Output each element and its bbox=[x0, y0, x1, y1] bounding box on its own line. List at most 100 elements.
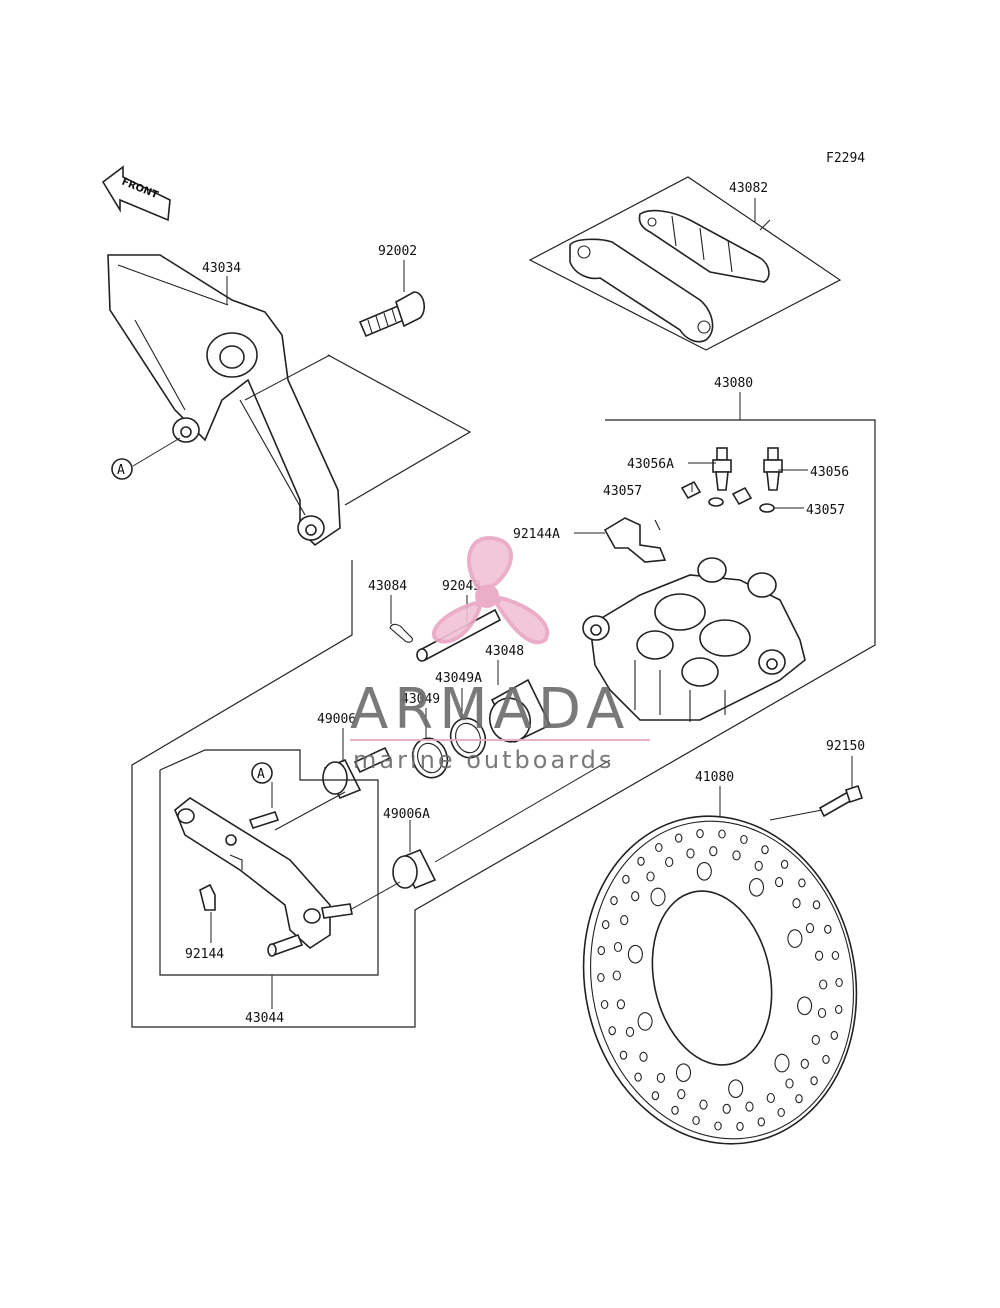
disc-vent-hole bbox=[686, 848, 695, 859]
disc-bolt-92150 bbox=[818, 784, 864, 818]
label-43057-right: 43057 bbox=[806, 503, 845, 518]
bleeder-valve-43056 bbox=[763, 447, 783, 491]
disc-mount-hole bbox=[650, 887, 666, 907]
propeller-logo bbox=[432, 536, 550, 645]
reference-marker-a-bracket-label: A bbox=[117, 463, 125, 478]
disc-vent-hole bbox=[601, 920, 610, 930]
disc-vent-hole bbox=[597, 972, 605, 983]
clip-43084 bbox=[389, 623, 413, 643]
disc-vent-hole bbox=[637, 856, 645, 866]
disc-vent-hole bbox=[692, 1115, 700, 1126]
disc-vent-hole bbox=[830, 1030, 839, 1040]
disc-mount-hole bbox=[675, 1063, 692, 1082]
disc-vent-hole bbox=[677, 1089, 686, 1100]
brake-pad-set-43082 bbox=[528, 176, 842, 351]
disc-vent-hole bbox=[600, 999, 609, 1010]
disc-vent-hole bbox=[613, 941, 623, 953]
watermark-brand: ARMADA bbox=[350, 677, 630, 742]
disc-vent-hole bbox=[834, 1004, 843, 1014]
reference-marker-a-support-label: A bbox=[257, 767, 265, 782]
boot-49006 bbox=[322, 746, 392, 800]
disc-vent-hole bbox=[761, 845, 769, 855]
label-92144: 92144 bbox=[185, 947, 224, 962]
seal-43049A bbox=[449, 717, 487, 759]
label-92002: 92002 bbox=[378, 244, 417, 259]
disc-mount-hole bbox=[696, 861, 712, 881]
leader-lines bbox=[132, 198, 853, 1009]
disc-vent-hole bbox=[718, 829, 726, 839]
disc-vent-hole bbox=[722, 1103, 731, 1114]
disc-vent-hole bbox=[616, 999, 626, 1010]
disc-vent-hole bbox=[732, 850, 741, 861]
label-43056A: 43056A bbox=[627, 457, 674, 472]
label-43048: 43048 bbox=[485, 644, 524, 659]
label-43080: 43080 bbox=[714, 376, 753, 391]
disc-vent-hole bbox=[714, 1121, 722, 1131]
disc-mount-hole bbox=[637, 1012, 653, 1031]
caliper-support-43044 bbox=[174, 797, 353, 957]
disc-mount-hole bbox=[728, 1079, 744, 1098]
reference-marker-a-bracket: A bbox=[111, 458, 133, 480]
disc-vent-hole bbox=[699, 1099, 708, 1110]
disc-vent-hole bbox=[639, 1051, 648, 1062]
caliper-bracket-43034 bbox=[107, 254, 341, 547]
figure-code: F2294 bbox=[826, 151, 865, 166]
piston-43048 bbox=[488, 678, 552, 744]
pad-spring-92144 bbox=[199, 883, 216, 911]
label-49006A: 49006A bbox=[383, 807, 430, 822]
disc-vent-hole bbox=[831, 950, 840, 961]
disc-vent-hole bbox=[736, 1121, 744, 1131]
disc-vent-hole bbox=[696, 829, 704, 839]
disc-vent-hole bbox=[608, 1026, 616, 1036]
watermark-tagline: marine outboards bbox=[353, 746, 614, 774]
disc-vent-hole bbox=[622, 874, 630, 884]
label-49006: 49006 bbox=[317, 712, 356, 727]
disc-mount-hole bbox=[627, 944, 643, 964]
disc-vent-hole bbox=[612, 970, 621, 981]
label-43034: 43034 bbox=[202, 261, 241, 276]
disc-vent-hole bbox=[674, 833, 683, 843]
bleeder-cap-43057-left bbox=[680, 480, 724, 507]
bleeder-valve-43056A bbox=[712, 447, 732, 491]
disc-vent-hole bbox=[634, 1072, 642, 1082]
disc-vent-hole bbox=[597, 946, 606, 956]
label-92043: 92043 bbox=[442, 579, 481, 594]
label-43056: 43056 bbox=[810, 465, 849, 480]
disc-vent-hole bbox=[651, 1091, 660, 1101]
disc-vent-hole bbox=[819, 979, 828, 990]
label-43082: 43082 bbox=[729, 181, 768, 196]
disc-mount-hole bbox=[748, 877, 765, 897]
label-92144A: 92144A bbox=[513, 527, 560, 542]
part-number-labels: 43034 92002 43082 43080 43056A 43056 430… bbox=[185, 181, 865, 1026]
disc-vent-hole bbox=[671, 1105, 679, 1115]
caliper-body-43080 bbox=[582, 557, 806, 722]
disc-vent-hole bbox=[810, 1076, 818, 1086]
disc-vent-hole bbox=[631, 891, 640, 902]
armada-watermark: ARMADA marine outboards bbox=[350, 536, 650, 774]
disc-vent-hole bbox=[822, 1054, 830, 1064]
disc-vent-hole bbox=[792, 898, 801, 909]
label-43049A: 43049A bbox=[435, 671, 482, 686]
bracket-frame bbox=[327, 354, 472, 506]
disc-vent-hole bbox=[811, 1034, 820, 1045]
brake-disc-41080 bbox=[582, 815, 858, 1145]
disc-vent-hole bbox=[646, 871, 655, 882]
disc-vent-hole bbox=[709, 846, 718, 857]
disc-mount-hole bbox=[787, 929, 803, 948]
disc-vent-hole bbox=[795, 1094, 803, 1104]
disc-vent-hole bbox=[777, 1107, 785, 1118]
label-43049: 43049 bbox=[401, 692, 440, 707]
disc-holes bbox=[597, 829, 843, 1131]
disc-mount-hole bbox=[774, 1053, 790, 1073]
disc-vent-hole bbox=[619, 1050, 628, 1060]
label-43044: 43044 bbox=[245, 1011, 284, 1026]
disc-vent-hole bbox=[610, 896, 618, 906]
disc-vent-hole bbox=[665, 856, 674, 868]
front-direction-arrow: FRONT bbox=[101, 165, 171, 222]
label-43084: 43084 bbox=[368, 579, 407, 594]
reference-marker-a-support: A bbox=[251, 762, 273, 784]
disc-vent-hole bbox=[835, 977, 843, 988]
assembly-frame-43044 bbox=[159, 749, 379, 976]
disc-vent-hole bbox=[774, 877, 784, 888]
